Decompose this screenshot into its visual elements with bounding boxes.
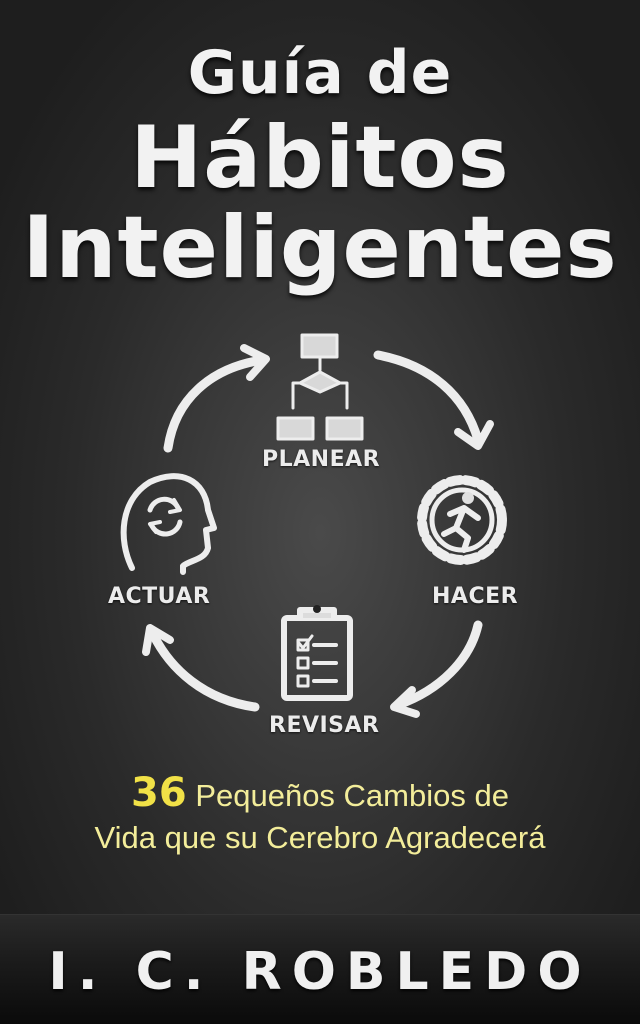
author-name: I. C. ROBLEDO	[48, 942, 592, 1002]
gear-runner-icon	[417, 475, 507, 565]
title-line-2: Hábitos	[130, 108, 510, 208]
author-band: I. C. ROBLEDO	[0, 914, 640, 1024]
arrow-top-right-icon	[373, 350, 494, 450]
step-label-planear: PLANEAR	[262, 447, 381, 472]
subtitle: 36 Pequeños Cambios de Vida que su Cereb…	[0, 772, 640, 859]
title-line-1: Guía de	[187, 38, 453, 108]
flowchart-icon	[276, 333, 364, 441]
subtitle-line-2: Vida que su Cerebro Agradecerá	[94, 820, 546, 855]
arrow-top-left-icon	[163, 344, 270, 453]
clipboard-checklist-icon	[281, 605, 353, 701]
step-label-actuar: ACTUAR	[108, 584, 211, 609]
step-label-hacer: HACER	[432, 584, 519, 609]
head-refresh-icon	[120, 473, 217, 575]
arrow-bottom-right-icon	[390, 620, 483, 718]
pdca-cycle-diagram: PLANEAR HACER REVISAR ACTUAR	[0, 320, 640, 750]
subtitle-line-1-text: Pequeños Cambios de	[186, 778, 509, 813]
subtitle-line-1: 36 Pequeños Cambios de	[0, 772, 640, 817]
step-label-revisar: REVISAR	[269, 713, 380, 738]
arrow-bottom-left-icon	[142, 624, 260, 712]
title-line-3: Inteligentes	[22, 198, 618, 298]
subtitle-number: 36	[131, 770, 187, 816]
